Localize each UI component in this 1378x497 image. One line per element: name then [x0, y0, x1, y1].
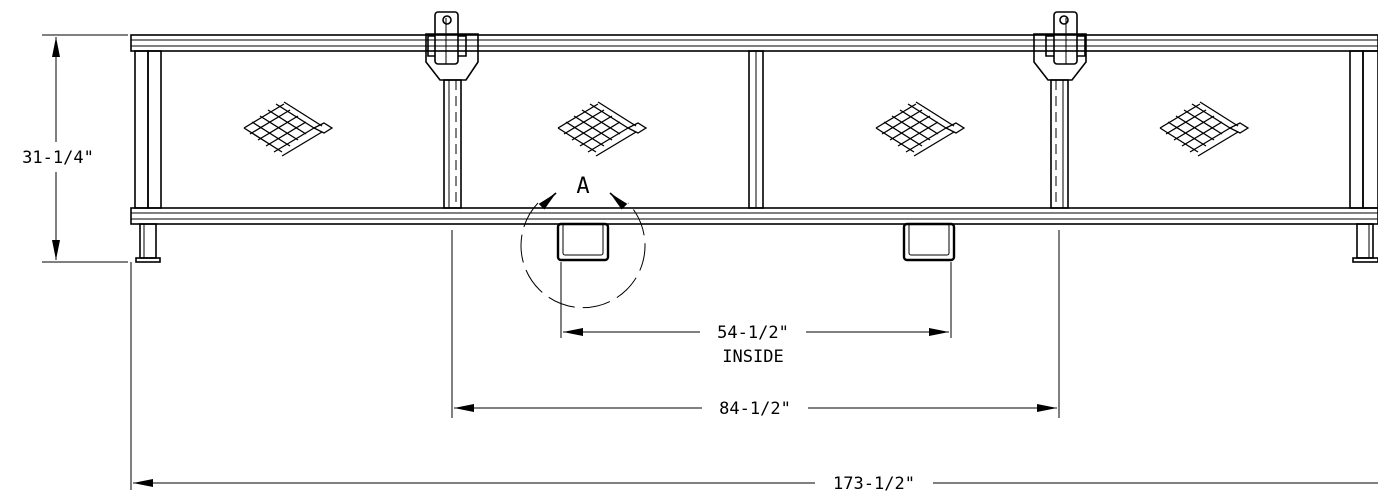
mesh-symbol-panel-1: [243, 101, 333, 157]
height-dimension-text: 31-1/4": [22, 148, 94, 168]
rack-frame: [130, 34, 1378, 263]
pickup-dimension-text: 84-1/2": [719, 399, 791, 419]
mesh-symbol-panel-3: [875, 101, 965, 157]
fork-pocket-right: [902, 222, 956, 262]
mesh-symbol-panel-2: [557, 101, 647, 157]
fork-pocket-dimension-text: 54-1/2": [717, 323, 789, 343]
pickup-dimension: 84-1/2": [454, 399, 1057, 419]
detail-callout-label: A: [576, 174, 589, 199]
fork-pocket-note-text: INSIDE: [722, 347, 783, 367]
mesh-symbol-panel-4: [1159, 101, 1249, 157]
detail-callout: A: [520, 174, 646, 309]
fork-pocket-left: [556, 222, 610, 262]
lifting-lug-right: [1033, 11, 1087, 81]
height-dimension: 31-1/4": [22, 34, 128, 263]
lifting-lug-left: [425, 11, 479, 81]
overall-length-dimension: 173-1/2": [133, 474, 1378, 494]
fork-pocket-dimension: 54-1/2" INSIDE: [563, 323, 949, 367]
overall-length-dimension-text: 173-1/2": [833, 474, 915, 494]
